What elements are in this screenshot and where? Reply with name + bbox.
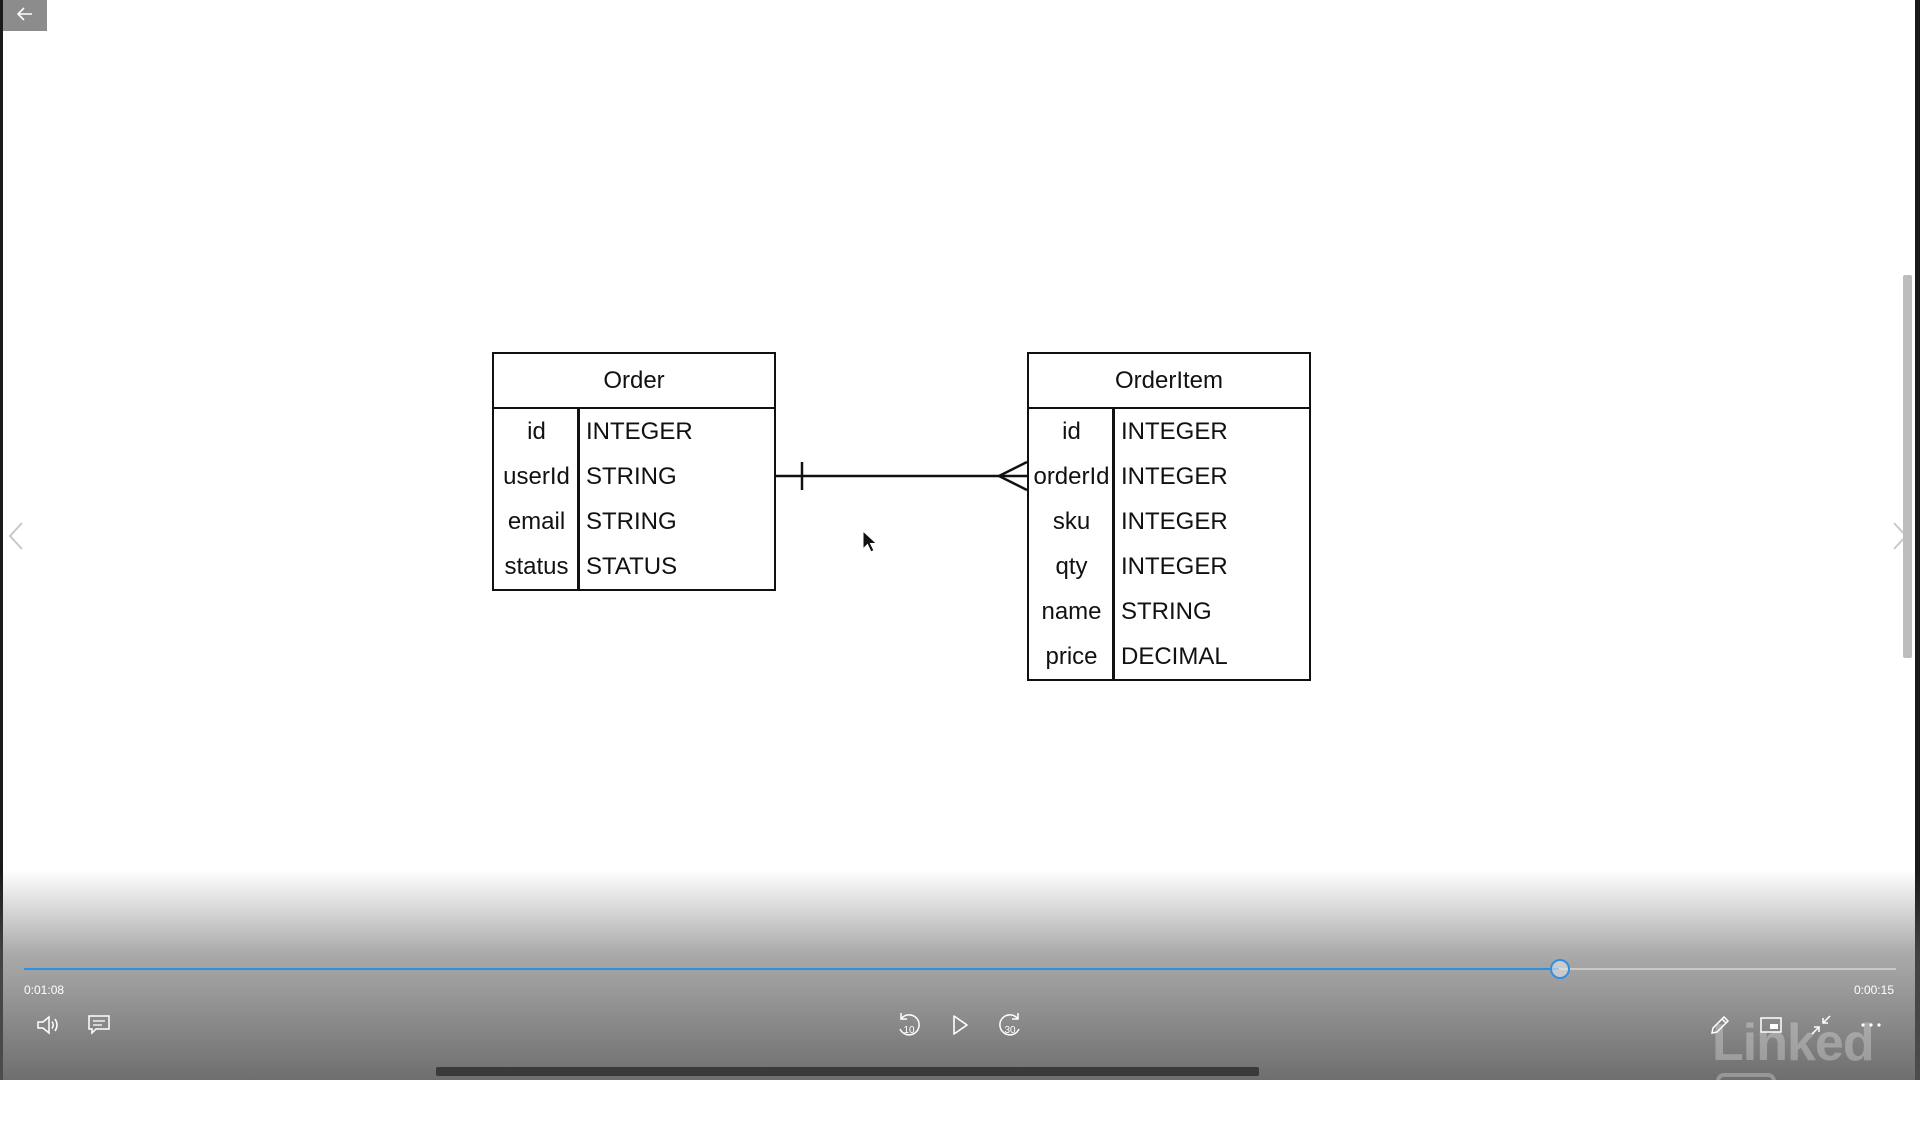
back-button[interactable] [3, 0, 47, 31]
play-icon [950, 1014, 970, 1036]
field-type: STRING [586, 507, 677, 535]
field-name: id [527, 417, 546, 445]
linkedin-watermark: Linkedin [1712, 1013, 1920, 1133]
exit-fullscreen-button[interactable] [1803, 1007, 1839, 1043]
column-divider [577, 409, 580, 589]
entity-field-row: id INTEGER [494, 409, 774, 454]
entity-field-row: price DECIMAL [1029, 634, 1309, 679]
field-type: INTEGER [1121, 552, 1228, 580]
pen-icon [1709, 1014, 1731, 1036]
watermark-text: Linked [1712, 1014, 1875, 1072]
field-type: STRING [586, 462, 677, 490]
right-window-edge [1915, 0, 1920, 1080]
entity-field-row: qty INTEGER [1029, 544, 1309, 589]
field-type: DECIMAL [1121, 642, 1228, 670]
mouse-pointer-icon [862, 529, 878, 559]
entity-field-row: sku INTEGER [1029, 499, 1309, 544]
previous-button[interactable] [2, 520, 30, 560]
mini-view-icon [1759, 1015, 1783, 1035]
field-name: orderId [1033, 462, 1110, 490]
field-name: userId [503, 462, 570, 490]
entity-field-row: id INTEGER [1029, 409, 1309, 454]
seek-bar-progress [24, 968, 1560, 970]
column-divider [1112, 409, 1115, 679]
field-name: name [1041, 597, 1102, 625]
many-cardinality-mark [996, 460, 1028, 492]
vertical-scrollbar[interactable] [1903, 275, 1912, 658]
field-name: status [504, 552, 569, 580]
chevron-left-icon [8, 520, 24, 560]
entity-title: Order [494, 354, 774, 409]
player-controls-overlay [0, 870, 1920, 1080]
field-name: qty [1055, 552, 1088, 580]
more-button[interactable] [1853, 1007, 1889, 1043]
entity-field-row: status STATUS [494, 544, 774, 589]
play-button[interactable] [942, 1007, 978, 1043]
elapsed-time: 0:01:08 [24, 983, 65, 997]
field-name: email [507, 507, 566, 535]
entity-title: OrderItem [1029, 354, 1309, 409]
field-type: INTEGER [1121, 462, 1228, 490]
field-type: STATUS [586, 552, 678, 580]
rewind-10-label: 10 [903, 1025, 915, 1036]
captions-button[interactable] [81, 1007, 117, 1043]
volume-icon [36, 1014, 62, 1036]
pen-button[interactable] [1702, 1007, 1738, 1043]
exit-fullscreen-icon [1810, 1014, 1832, 1036]
entity-field-row: email STRING [494, 499, 774, 544]
watermark-in-box: in [1716, 1073, 1777, 1133]
entity-field-row: orderId INTEGER [1029, 454, 1309, 499]
left-window-edge [0, 0, 3, 1080]
rewind-10-icon: 10 [894, 1010, 924, 1040]
forward-30-icon: 30 [995, 1010, 1025, 1040]
horizontal-scrollbar[interactable] [436, 1067, 1259, 1076]
mini-view-button[interactable] [1753, 1007, 1789, 1043]
rewind-10-button[interactable]: 10 [891, 1007, 927, 1043]
remaining-time: 0:00:15 [1853, 983, 1894, 997]
seek-bar-thumb[interactable] [1550, 959, 1571, 979]
relationship-connector [774, 460, 1028, 492]
field-type: INTEGER [1121, 417, 1228, 445]
field-type: INTEGER [1121, 507, 1228, 535]
forward-30-button[interactable]: 30 [992, 1007, 1028, 1043]
field-type: STRING [1121, 597, 1212, 625]
volume-button[interactable] [31, 1007, 67, 1043]
field-name: id [1062, 417, 1081, 445]
forward-30-label: 30 [1004, 1025, 1016, 1036]
more-icon [1860, 1022, 1882, 1028]
entity-field-row: name STRING [1029, 589, 1309, 634]
field-type: INTEGER [586, 417, 693, 445]
field-name: price [1045, 642, 1098, 670]
field-name: sku [1052, 507, 1091, 535]
captions-icon [87, 1014, 111, 1036]
entity-field-row: userId STRING [494, 454, 774, 499]
arrow-left-icon [16, 5, 33, 26]
seek-bar[interactable] [24, 959, 1896, 979]
